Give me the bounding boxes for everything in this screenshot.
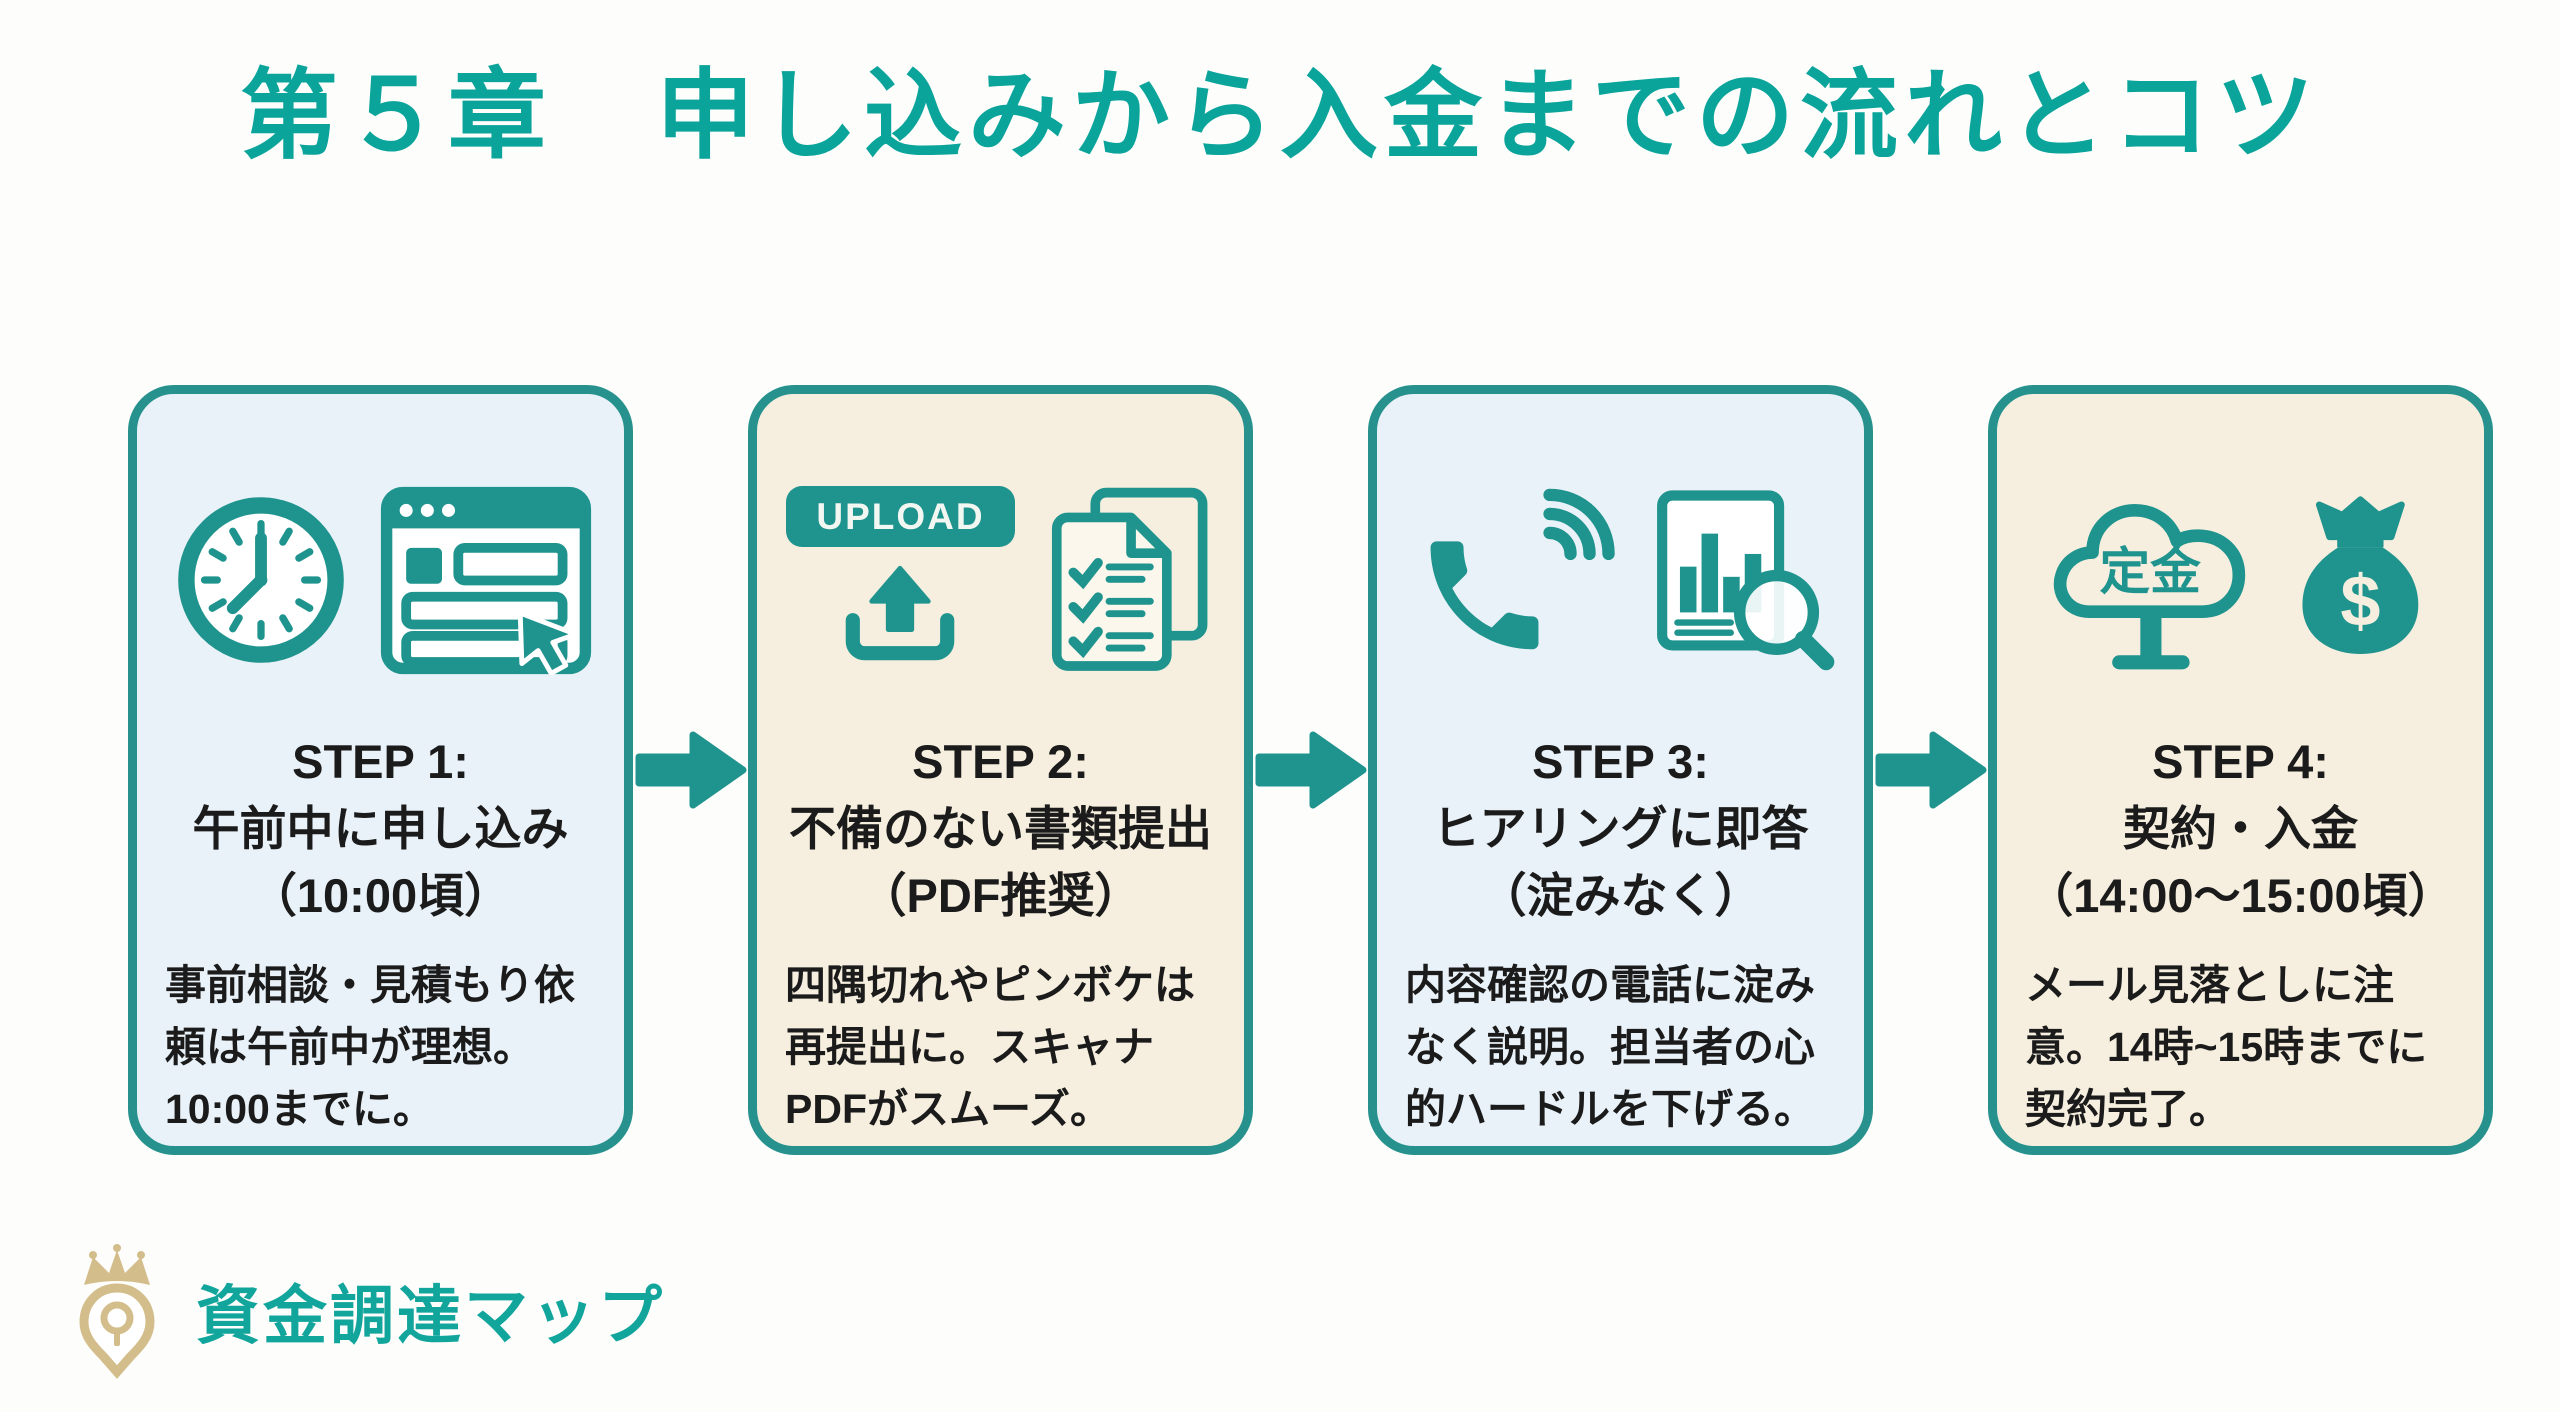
step-2-icons: UPLOAD	[785, 446, 1216, 714]
step-1-body: 事前相談・見積もり依頼は午前中が理想。10:00までに。	[165, 961, 575, 1133]
step-1-icons	[165, 446, 596, 714]
step-title: 契約・入金	[2123, 802, 2358, 856]
dollar-sign: $	[2340, 562, 2380, 642]
step-card-1: STEP 1: 午前中に申し込み （10:00頃） 事前相談・見積もり依頼は午前…	[128, 385, 633, 1155]
upload-button: UPLOAD	[786, 485, 1015, 547]
step-3-icons	[1405, 446, 1836, 714]
flow-arrow-icon	[635, 731, 746, 809]
upload-group: UPLOAD	[786, 485, 1015, 675]
step-time: （10:00頃）	[249, 869, 512, 923]
step-4-icons: 定金 $	[2025, 446, 2456, 714]
upload-tray-icon	[846, 565, 955, 660]
step-time: （14:00～15:00頃）	[2026, 869, 2455, 923]
brand-logo: 資金調達マップ	[58, 1238, 665, 1384]
crown-map-pin-icon	[79, 1244, 155, 1379]
cloud-label: 定金	[2099, 543, 2201, 600]
step-3-body: 内容確認の電話に淀みなく説明。担当者の心的ハードルを下げる。	[1405, 961, 1815, 1133]
cursor-icon	[517, 610, 578, 675]
step-title: ヒアリングに即答	[1432, 802, 1809, 856]
flow-arrow-1	[633, 725, 748, 815]
step-card-2: UPLOAD STEP	[748, 385, 1253, 1155]
step-note: （PDF推奨）	[859, 869, 1142, 923]
clock-icon	[177, 497, 344, 663]
step-4-body: メール見落としに注意。14時~15時までに契約完了。	[2025, 961, 2428, 1133]
step-title: 不備のない書類提出	[789, 802, 1212, 856]
flow-arrow-3	[1873, 725, 1988, 815]
step-label: STEP 2:	[912, 735, 1089, 788]
step-1-heading: STEP 1: 午前中に申し込み （10:00頃）	[165, 728, 596, 930]
step-2-body: 四隅切れやピンボケは再提出に。スキャナPDFがスムーズ。	[785, 961, 1195, 1133]
step-title: 午前中に申し込み	[192, 802, 569, 856]
step-label: STEP 4:	[2152, 735, 2329, 788]
web-form-cursor-icon	[380, 486, 591, 675]
step-2-heading: STEP 2: 不備のない書類提出 （PDF推奨）	[785, 728, 1216, 930]
checklist-document-icon	[1051, 487, 1208, 671]
flow-arrow-icon	[1875, 731, 1986, 809]
phone-call-waves-icon	[1430, 488, 1615, 650]
flow-arrow-icon	[1255, 731, 1366, 809]
step-4-heading: STEP 4: 契約・入金 （14:00～15:00頃）	[2025, 728, 2456, 930]
step-card-3: STEP 3: ヒアリングに即答 （淀みなく） 内容確認の電話に淀みなく説明。担…	[1368, 385, 1873, 1155]
money-tree-cloud-icon: 定金	[2053, 504, 2245, 670]
step-label: STEP 1:	[292, 735, 469, 788]
step-3-heading: STEP 3: ヒアリングに即答 （淀みなく）	[1405, 728, 1836, 930]
report-magnifier-icon	[1656, 490, 1835, 671]
flow-arrow-2	[1253, 725, 1368, 815]
step-card-4: 定金 $ STEP 4: 契約・入金 （14:00～15:00頃） メール見落と…	[1988, 385, 2493, 1155]
money-bag-icon: $	[2301, 496, 2418, 654]
page-title: 第５章 申し込みから入金までの流れとコツ	[239, 60, 2320, 170]
process-flow: STEP 1: 午前中に申し込み （10:00頃） 事前相談・見積もり依頼は午前…	[128, 385, 2493, 1155]
brand-text: 資金調達マップ	[196, 1280, 665, 1352]
step-note: （淀みなく）	[1479, 869, 1762, 923]
step-label: STEP 3:	[1532, 735, 1709, 788]
